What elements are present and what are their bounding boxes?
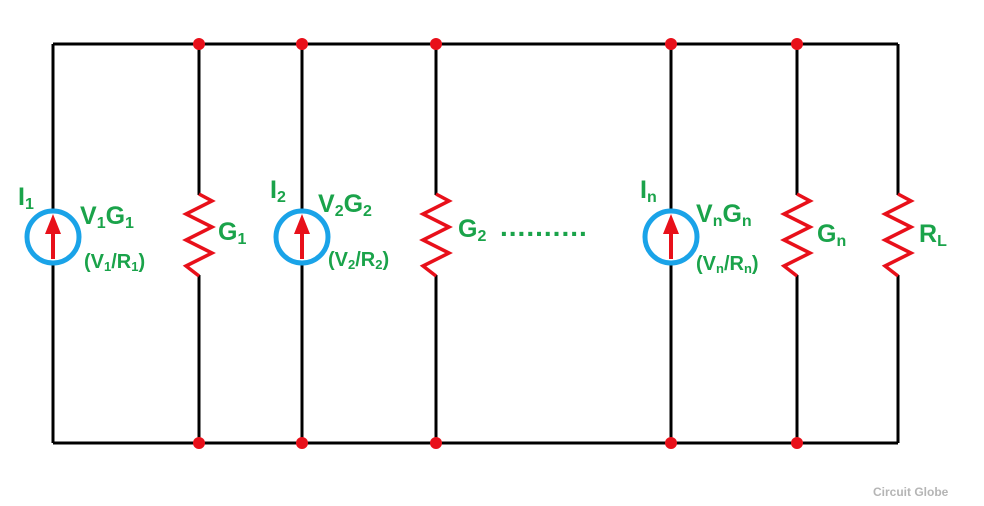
resistor-gn — [780, 192, 814, 278]
node-bottom-3 — [430, 437, 442, 449]
node-top-1 — [193, 38, 205, 50]
current-label-n: In — [640, 176, 657, 206]
current-source-n — [642, 208, 700, 266]
current-source-1 — [24, 208, 82, 266]
source-formula-label-1: (V1/R1) — [84, 251, 145, 274]
node-bottom-2 — [296, 437, 308, 449]
junction-nodes — [193, 38, 803, 449]
node-bottom-4 — [665, 437, 677, 449]
watermark: Circuit Globe — [873, 485, 949, 499]
current-label-2: I2 — [270, 176, 286, 206]
source-formula-label-2: (V2/R2) — [328, 249, 389, 272]
current-source-2 — [273, 208, 331, 266]
labels: I1 V1G1 (V1/R1) I2 V2G2 (V2/R2) In VnGn … — [18, 176, 947, 276]
resistor-label-rl: RL — [919, 220, 947, 250]
node-top-2 — [296, 38, 308, 50]
resistor-rl — [881, 192, 915, 278]
resistor-g1 — [182, 192, 216, 278]
source-value-label-2: V2G2 — [318, 190, 372, 220]
arrow-up-icon — [294, 214, 310, 234]
resistors — [182, 192, 915, 278]
resistor-label-g1: G1 — [218, 218, 246, 248]
node-top-5 — [791, 38, 803, 50]
node-bottom-1 — [193, 437, 205, 449]
wires — [51, 42, 900, 445]
resistor-label-g2: G2 — [458, 215, 486, 245]
arrow-up-icon — [45, 214, 61, 234]
node-bottom-5 — [791, 437, 803, 449]
source-value-label-n: VnGn — [696, 200, 752, 230]
current-label-1: I1 — [18, 183, 34, 213]
source-formula-label-n: (Vn/Rn) — [696, 253, 759, 276]
node-top-3 — [430, 38, 442, 50]
ellipsis: .......... — [500, 211, 588, 242]
resistor-g2 — [419, 192, 453, 278]
source-value-label-1: V1G1 — [80, 202, 134, 232]
resistor-label-gn: Gn — [817, 220, 846, 250]
node-top-4 — [665, 38, 677, 50]
arrow-up-icon — [663, 214, 679, 234]
